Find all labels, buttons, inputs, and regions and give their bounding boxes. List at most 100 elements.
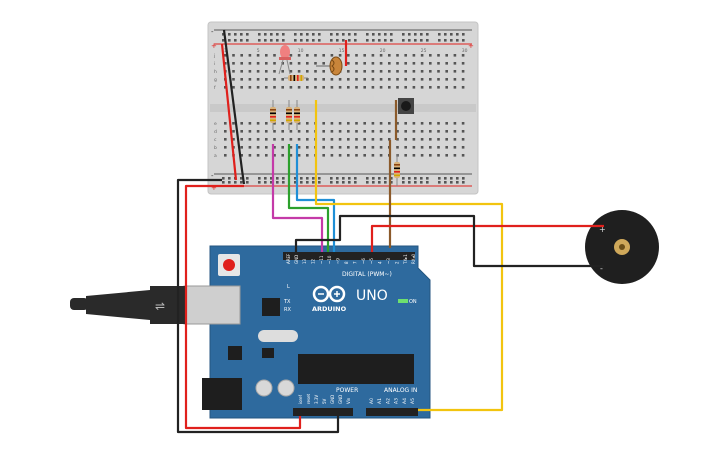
grid-hole[interactable] bbox=[289, 54, 293, 57]
rail-hole[interactable] bbox=[450, 33, 453, 36]
rail-hole[interactable] bbox=[408, 39, 411, 42]
grid-hole[interactable] bbox=[224, 62, 227, 65]
grid-hole[interactable] bbox=[273, 62, 276, 65]
grid-hole[interactable] bbox=[240, 154, 243, 157]
grid-hole[interactable] bbox=[453, 154, 457, 157]
grid-hole[interactable] bbox=[420, 78, 424, 81]
grid-hole[interactable] bbox=[396, 62, 399, 65]
grid-hole[interactable] bbox=[314, 70, 317, 73]
rail-hole[interactable] bbox=[384, 39, 387, 42]
grid-hole[interactable] bbox=[338, 54, 342, 57]
grid-hole[interactable] bbox=[338, 146, 342, 149]
grid-hole[interactable] bbox=[379, 86, 383, 89]
grid-hole[interactable] bbox=[297, 146, 301, 149]
grid-hole[interactable] bbox=[306, 146, 309, 149]
rail-hole[interactable] bbox=[444, 181, 447, 184]
grid-hole[interactable] bbox=[347, 130, 350, 133]
grid-hole[interactable] bbox=[347, 86, 350, 89]
wire-red-5v[interactable] bbox=[184, 184, 302, 430]
grid-hole[interactable] bbox=[355, 86, 358, 89]
rail-hole[interactable] bbox=[384, 177, 387, 180]
grid-hole[interactable] bbox=[371, 154, 375, 157]
grid-hole[interactable] bbox=[363, 86, 366, 89]
grid-hole[interactable] bbox=[461, 54, 465, 57]
grid-hole[interactable] bbox=[363, 54, 366, 57]
rail-hole[interactable] bbox=[258, 39, 261, 42]
rail-hole[interactable] bbox=[450, 39, 453, 42]
rail-hole[interactable] bbox=[264, 177, 267, 180]
grid-hole[interactable] bbox=[240, 62, 243, 65]
grid-hole[interactable] bbox=[289, 130, 293, 133]
grid-hole[interactable] bbox=[338, 122, 342, 125]
rail-hole[interactable] bbox=[366, 181, 369, 184]
grid-hole[interactable] bbox=[429, 78, 432, 81]
grid-hole[interactable] bbox=[461, 62, 465, 65]
grid-hole[interactable] bbox=[429, 122, 432, 125]
grid-hole[interactable] bbox=[445, 122, 448, 125]
grid-hole[interactable] bbox=[232, 138, 235, 141]
grid-hole[interactable] bbox=[445, 78, 448, 81]
grid-hole[interactable] bbox=[355, 70, 358, 73]
grid-hole[interactable] bbox=[281, 86, 284, 89]
rail-hole[interactable] bbox=[234, 33, 237, 36]
grid-hole[interactable] bbox=[322, 154, 325, 157]
rail-hole[interactable] bbox=[336, 181, 339, 184]
reset-button-cap[interactable] bbox=[223, 259, 235, 271]
rail-hole[interactable] bbox=[438, 33, 441, 36]
rail-hole[interactable] bbox=[258, 177, 261, 180]
rail-hole[interactable] bbox=[276, 33, 279, 36]
wire-magenta-pin12[interactable] bbox=[271, 144, 324, 252]
rail-hole[interactable] bbox=[264, 181, 267, 184]
grid-hole[interactable] bbox=[445, 154, 448, 157]
grid-hole[interactable] bbox=[289, 62, 293, 65]
grid-hole[interactable] bbox=[347, 78, 350, 81]
grid-hole[interactable] bbox=[363, 70, 366, 73]
grid-hole[interactable] bbox=[371, 70, 375, 73]
grid-hole[interactable] bbox=[232, 78, 235, 81]
grid-hole[interactable] bbox=[412, 70, 416, 73]
grid-hole[interactable] bbox=[240, 130, 243, 133]
rail-hole[interactable] bbox=[354, 181, 357, 184]
rail-hole[interactable] bbox=[462, 181, 465, 184]
rail-hole[interactable] bbox=[276, 181, 279, 184]
rail-hole[interactable] bbox=[348, 33, 351, 36]
rail-hole[interactable] bbox=[228, 33, 231, 36]
grid-hole[interactable] bbox=[330, 54, 334, 57]
grid-hole[interactable] bbox=[248, 146, 252, 149]
grid-hole[interactable] bbox=[240, 54, 243, 57]
rail-hole[interactable] bbox=[306, 181, 309, 184]
grid-hole[interactable] bbox=[306, 138, 309, 141]
grid-hole[interactable] bbox=[412, 146, 416, 149]
grid-hole[interactable] bbox=[429, 70, 432, 73]
grid-hole[interactable] bbox=[273, 146, 276, 149]
rail-hole[interactable] bbox=[444, 39, 447, 42]
rail-hole[interactable] bbox=[282, 177, 285, 180]
rail-hole[interactable] bbox=[372, 39, 375, 42]
rail-hole[interactable] bbox=[372, 177, 375, 180]
digital-header[interactable] bbox=[283, 252, 415, 260]
grid-hole[interactable] bbox=[429, 138, 432, 141]
grid-hole[interactable] bbox=[412, 78, 416, 81]
rail-hole[interactable] bbox=[414, 181, 417, 184]
rail-hole[interactable] bbox=[330, 181, 333, 184]
grid-hole[interactable] bbox=[347, 70, 350, 73]
rail-hole[interactable] bbox=[336, 177, 339, 180]
grid-hole[interactable] bbox=[232, 86, 235, 89]
grid-hole[interactable] bbox=[404, 70, 407, 73]
rail-hole[interactable] bbox=[240, 177, 243, 180]
photoresistor[interactable] bbox=[316, 56, 343, 76]
grid-hole[interactable] bbox=[289, 86, 293, 89]
rail-hole[interactable] bbox=[300, 181, 303, 184]
grid-hole[interactable] bbox=[240, 122, 243, 125]
grid-hole[interactable] bbox=[371, 54, 375, 57]
rail-hole[interactable] bbox=[414, 33, 417, 36]
wire-red-rail-jumper[interactable] bbox=[220, 43, 238, 181]
rail-hole[interactable] bbox=[384, 181, 387, 184]
grid-hole[interactable] bbox=[256, 54, 260, 57]
power-header[interactable] bbox=[293, 408, 353, 416]
rail-hole[interactable] bbox=[312, 39, 315, 42]
grid-hole[interactable] bbox=[461, 78, 465, 81]
rail-hole[interactable] bbox=[456, 39, 459, 42]
rail-hole[interactable] bbox=[312, 177, 315, 180]
grid-hole[interactable] bbox=[355, 78, 358, 81]
